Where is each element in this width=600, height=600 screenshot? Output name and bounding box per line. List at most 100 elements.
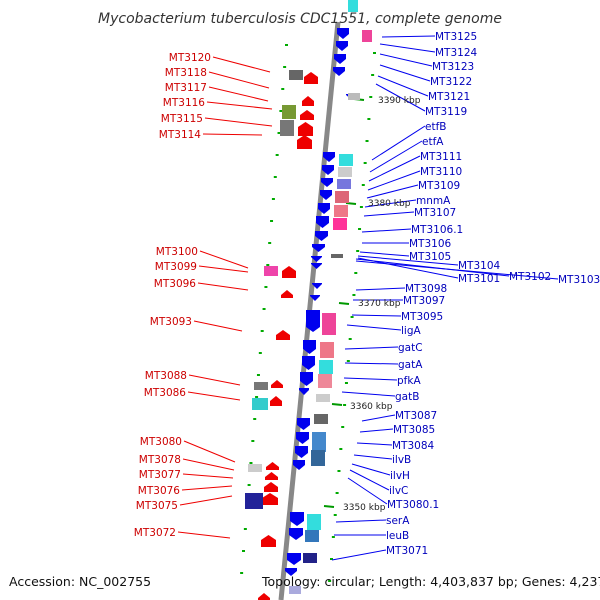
reverse-gene-arrow bbox=[287, 553, 301, 565]
leader-lines bbox=[177, 35, 559, 561]
right-leader-line bbox=[346, 324, 402, 331]
right-gene-label: MT3071 bbox=[386, 545, 428, 557]
right-leader-line bbox=[341, 391, 396, 397]
reverse-gene-arrow bbox=[318, 203, 330, 214]
right-leader-line bbox=[359, 428, 394, 433]
gene-box bbox=[331, 254, 343, 258]
reverse-gene-arrow bbox=[337, 28, 349, 39]
gene-box bbox=[348, 93, 360, 100]
gene-box bbox=[307, 514, 321, 530]
right-leader-line bbox=[331, 549, 387, 561]
right-leader-line bbox=[367, 170, 421, 191]
right-gene-label: MT3122 bbox=[430, 76, 472, 88]
right-gene-label: MT3123 bbox=[432, 61, 474, 73]
scale-label: 3380 kbp bbox=[368, 199, 411, 209]
left-gene-label: MT3099 bbox=[155, 261, 197, 273]
tick-marks bbox=[240, 44, 376, 582]
left-gene-label: MT3100 bbox=[156, 246, 198, 258]
scale-label: 3390 kbp bbox=[378, 96, 421, 106]
gene-box bbox=[305, 530, 319, 542]
right-leader-line bbox=[343, 377, 398, 381]
right-leader-line bbox=[344, 362, 399, 365]
forward-gene-arrow bbox=[297, 135, 312, 149]
right-leader-line bbox=[366, 184, 419, 199]
left-gene-label: MT3096 bbox=[154, 278, 197, 290]
scale-tick bbox=[331, 403, 343, 406]
gene-box bbox=[335, 191, 349, 203]
scale-tick bbox=[345, 202, 357, 205]
right-gene-label: etfB bbox=[425, 121, 446, 133]
right-leader-line bbox=[371, 125, 426, 161]
reverse-gene-arrow bbox=[316, 216, 329, 228]
gene-box bbox=[289, 70, 303, 80]
left-leader-line bbox=[198, 265, 249, 273]
gene-box bbox=[312, 432, 326, 452]
reverse-gene-arrow bbox=[296, 432, 309, 444]
right-gene-label: gatA bbox=[398, 359, 423, 371]
forward-gene-arrow bbox=[258, 593, 270, 600]
left-leader-line bbox=[182, 458, 235, 471]
left-leader-line bbox=[202, 133, 263, 136]
reverse-gene-arrow bbox=[285, 568, 297, 576]
gene-box bbox=[264, 266, 278, 276]
reverse-gene-arrow bbox=[312, 244, 325, 252]
reverse-gene-arrow bbox=[295, 446, 308, 458]
right-gene-label: gatC bbox=[398, 342, 423, 354]
right-gene-label: MT3106.1 bbox=[411, 224, 463, 236]
reverse-gene-arrow bbox=[303, 340, 316, 354]
gene-box bbox=[311, 450, 325, 466]
reverse-gene-arrow bbox=[312, 283, 322, 289]
right-leader-line bbox=[347, 477, 388, 505]
left-leader-line bbox=[183, 440, 236, 463]
right-gene-label: MT3098 bbox=[405, 283, 447, 295]
right-leader-line bbox=[344, 346, 399, 350]
right-leader-line bbox=[379, 53, 433, 67]
forward-gene-arrow bbox=[266, 462, 279, 470]
forward-gene-arrow bbox=[270, 396, 282, 406]
right-gene-label: MT3095 bbox=[401, 311, 443, 323]
forward-gene-arrow bbox=[262, 493, 278, 505]
right-gene-label: ligA bbox=[401, 325, 421, 337]
right-gene-label: MT3085 bbox=[393, 424, 435, 436]
reverse-gene-arrow bbox=[302, 356, 315, 370]
right-gene-label: MT3104 bbox=[458, 260, 501, 272]
gene-box bbox=[318, 374, 332, 388]
right-gene-label: etfA bbox=[422, 136, 444, 148]
right-gene-label: MT3106 bbox=[409, 238, 452, 250]
reverse-gene-arrow bbox=[315, 231, 328, 241]
gene-box bbox=[337, 179, 351, 189]
reverse-gene-arrow bbox=[299, 388, 309, 395]
left-leader-line bbox=[208, 86, 269, 102]
reverse-gene-arrow bbox=[300, 372, 313, 386]
gene-box bbox=[322, 313, 336, 335]
right-gene-label: gatB bbox=[395, 391, 419, 403]
right-leader-line bbox=[375, 83, 426, 112]
right-leader-line bbox=[335, 519, 387, 523]
gene-features bbox=[245, 0, 372, 600]
right-gene-label: ilvH bbox=[390, 470, 410, 482]
right-leader-line bbox=[377, 75, 429, 97]
reverse-gene-arrow bbox=[320, 190, 332, 200]
reverse-gene-arrow bbox=[306, 310, 320, 332]
forward-gene-arrow bbox=[276, 330, 290, 340]
gene-box bbox=[282, 105, 296, 119]
gene-box bbox=[362, 30, 372, 42]
right-gene-label: MT3084 bbox=[392, 440, 435, 452]
left-leader-line bbox=[204, 117, 273, 127]
gene-box bbox=[319, 360, 333, 374]
right-gene-label: MT3125 bbox=[435, 31, 477, 43]
left-leader-line bbox=[177, 531, 231, 539]
gene-box bbox=[314, 414, 328, 424]
right-leader-line bbox=[356, 442, 393, 446]
right-gene-label: ilvC bbox=[389, 485, 408, 497]
left-leader-line bbox=[188, 374, 241, 386]
right-leader-line bbox=[351, 463, 391, 476]
left-leader-line bbox=[187, 391, 241, 401]
right-leader-line bbox=[364, 199, 417, 208]
right-gene-label: MT3110 bbox=[420, 166, 462, 178]
gene-box bbox=[254, 382, 268, 390]
right-gene-label: MT3102 bbox=[509, 271, 551, 283]
gene-box bbox=[245, 493, 263, 509]
right-leader-line bbox=[363, 211, 415, 217]
right-leader-line bbox=[368, 155, 421, 182]
